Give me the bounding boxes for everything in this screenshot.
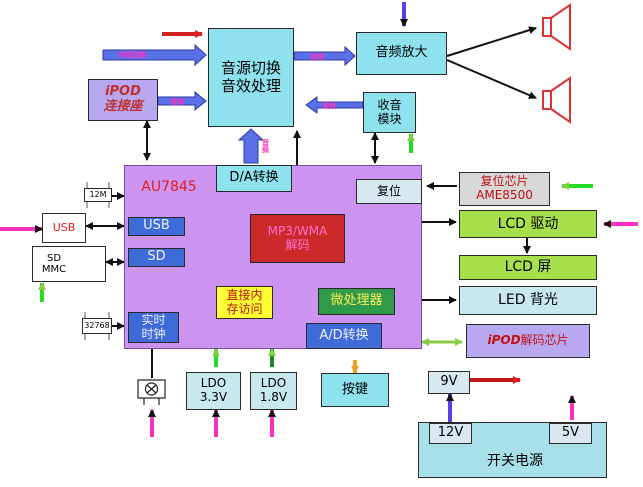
power-supply-label: 开关电源 (487, 452, 543, 469)
audio-switch-block: 音源切换 音效处理 (208, 28, 294, 127)
ipod-decoder-italic: iPOD (487, 333, 521, 348)
ipod-dock-block: iPOD 连接座 (88, 79, 158, 121)
speaker-icon-bottom (542, 76, 571, 124)
speaker-icon-top (542, 3, 571, 51)
keys-block: 按键 (321, 373, 389, 407)
sd-card-label: SD MMC (41, 252, 67, 276)
dma-block: 直接内 存访问 (216, 286, 273, 319)
usb-port: USB (42, 213, 86, 243)
usb-interface: USB (128, 217, 185, 236)
audio-label-1: 音频 (310, 53, 324, 61)
sd-card-slot-box (32, 246, 106, 282)
sd-interface: SD (128, 248, 185, 267)
ipod-decoder-text: 解码芯片 (520, 333, 569, 348)
audio-amp-block: 音频放大 (356, 32, 447, 75)
crystal-32768: 32768 (82, 318, 112, 334)
ad-converter: A/D转换 (306, 323, 382, 349)
led-backlight-block: LED 背光 (459, 286, 597, 315)
mcu-block: 微处理器 (318, 288, 395, 315)
v5-block: 5V (549, 423, 592, 444)
ldo-3v3-block: LDO 3.3V (186, 372, 241, 410)
audio-pipes (102, 43, 364, 164)
crystal-12m: 12M (84, 188, 112, 202)
power-arrows (0, 2, 638, 437)
lcd-driver-block: LCD 驱动 (459, 210, 597, 238)
signal-wires (85, 26, 537, 378)
rtc-block: 实时 时钟 (128, 312, 179, 343)
ldo-1v8-block: LDO 1.8V (250, 372, 297, 410)
tuner-audio-label: 音频 (322, 102, 336, 110)
ipod-audio-label: 音频 (170, 98, 184, 106)
bulb-icon (137, 379, 166, 405)
da-converter: D/A转换 (216, 165, 292, 192)
lcd-screen-block: LCD 屏 (459, 255, 597, 280)
tuner-block: 收音 模块 (363, 92, 416, 133)
ipod-decoder-block: iPOD 解码芯片 (466, 324, 590, 358)
v9-block: 9V (428, 371, 470, 394)
crystal-pins (84, 182, 110, 340)
reset-block: 复位 (356, 179, 422, 204)
da-audio-label: 音频 (262, 139, 269, 154)
mp3-wma-decoder: MP3/WMA 解码 (250, 214, 345, 263)
ext-audio-label: 外部音频 (118, 51, 146, 59)
soc-title: AU7845 (141, 178, 197, 195)
reset-chip-block: 复位芯片 AME8500 (459, 172, 550, 206)
v12-block: 12V (429, 423, 472, 444)
